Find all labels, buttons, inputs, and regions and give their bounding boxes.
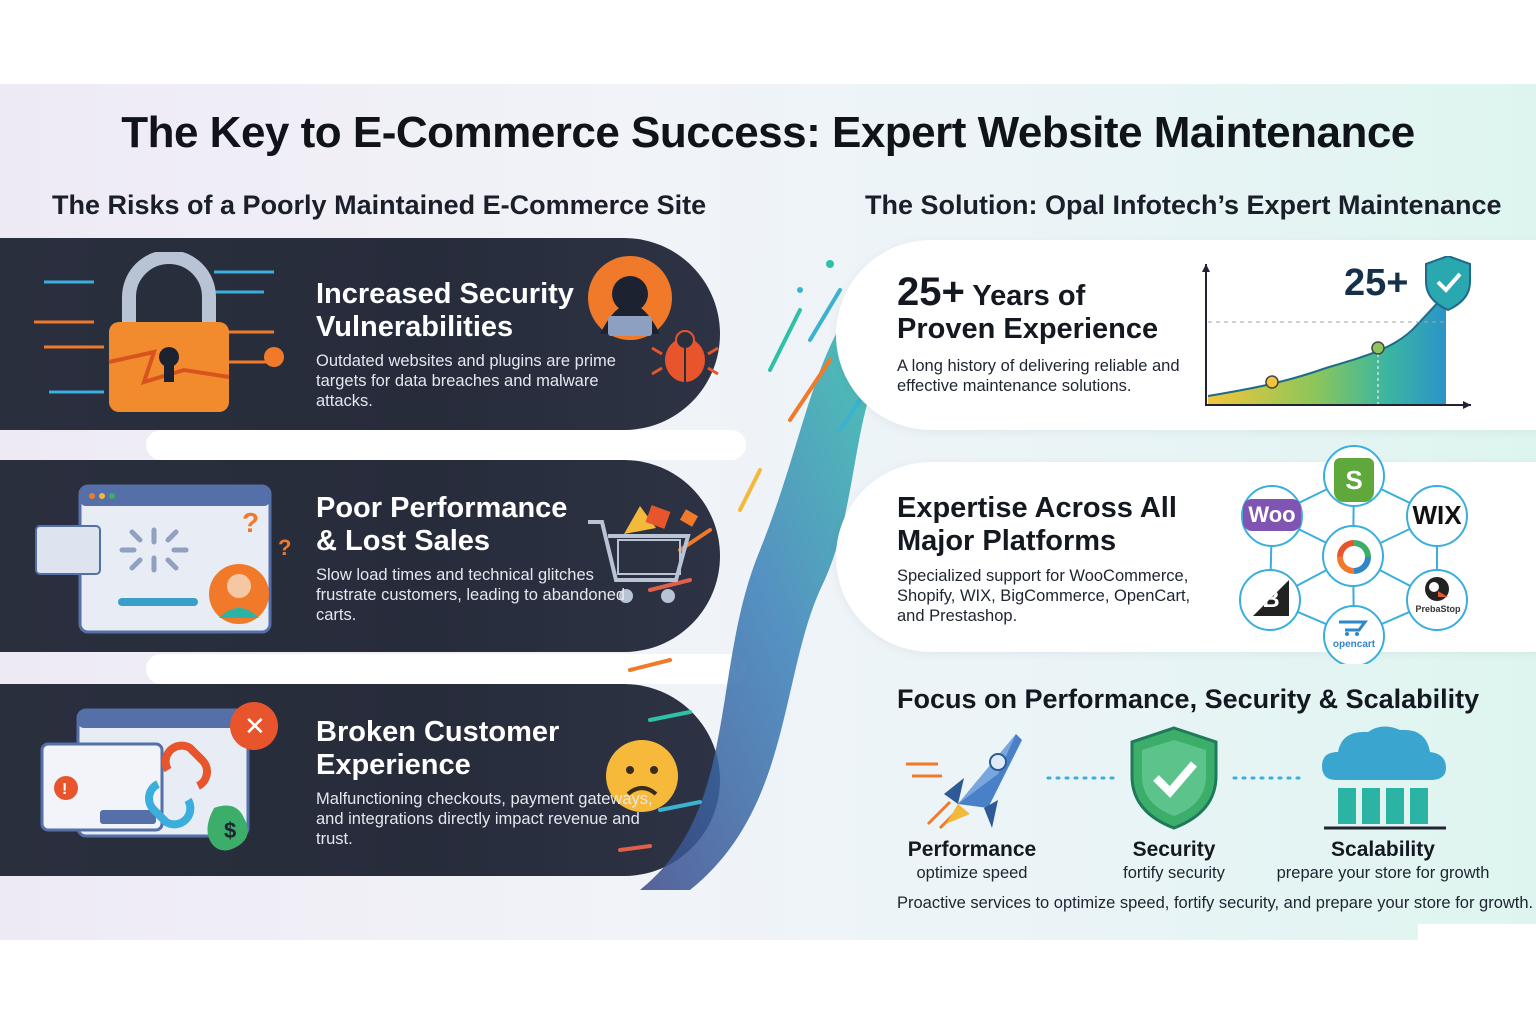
woo-logo: Woo <box>1243 499 1301 531</box>
bug-icon <box>651 330 719 382</box>
risk-performance-title: Poor Performance & Lost Sales <box>316 492 567 558</box>
shopify-logo: S <box>1334 458 1374 502</box>
hacker-icon <box>588 256 672 340</box>
rocket-icon <box>906 734 1022 830</box>
platforms-body: Specialized support for WooCommerce, Sho… <box>897 567 1191 625</box>
focus-title: Focus on Performance, Security & Scalabi… <box>897 684 1480 714</box>
platforms-title: Expertise Across All Major Platforms <box>897 492 1177 558</box>
pillar-scalability-sub: prepare your store for growth <box>1276 864 1490 882</box>
experience-number: 25+ <box>897 270 965 314</box>
svg-text:?: ? <box>278 535 291 560</box>
prestashop-puffin-icon <box>1425 577 1449 601</box>
slow-loading-browser-icon: ? ? <box>35 484 291 634</box>
risk-performance-title-line1: Poor Performance <box>316 492 568 524</box>
opencart-logo: opencart <box>1332 639 1376 650</box>
growth-chart-graphic <box>1202 256 1471 409</box>
sad-face-icon <box>606 740 678 812</box>
opencart-cart-icon <box>1339 620 1368 636</box>
risk-experience-title-line2: Experience <box>316 749 471 781</box>
broken-link-icon: ! ✕ $ <box>40 702 278 851</box>
corner-gap <box>1418 924 1536 944</box>
risk-experience-body: Malfunctioning checkouts, payment gatewa… <box>316 790 653 848</box>
experience-title-line2: Proven Experience <box>897 313 1159 345</box>
experience-title: 25+ Years of Proven Experience <box>897 272 1159 346</box>
pillar-performance-label: Performance <box>907 838 1037 861</box>
experience-body: A long history of delivering reliable an… <box>897 357 1180 395</box>
risk-security-title-line1: Increased Security <box>316 278 574 310</box>
center-platform-icon <box>1337 540 1371 574</box>
connector-bar <box>146 430 746 460</box>
risk-experience-title: Broken Customer Experience <box>316 716 559 782</box>
focus-footer: Proactive services to optimize speed, fo… <box>897 894 1534 912</box>
wix-logo: WIX <box>1412 500 1462 530</box>
shopping-cart-icon <box>588 505 699 603</box>
risk-security-title: Increased Security Vulnerabilities <box>316 278 574 344</box>
page-title: The Key to E-Commerce Success: Expert We… <box>121 108 1415 157</box>
platforms-title-line1: Expertise Across All <box>897 492 1177 524</box>
dotted-connector <box>1046 776 1116 780</box>
risk-performance-title-line2: & Lost Sales <box>316 525 491 557</box>
svg-text:✕: ✕ <box>244 711 266 741</box>
chart-badge-label: 25+ <box>1344 262 1409 304</box>
risks-heading: The Risks of a Poorly Maintained E-Comme… <box>52 190 707 220</box>
pillar-performance-sub: optimize speed <box>916 864 1028 882</box>
pillar-security-label: Security <box>1132 838 1216 861</box>
connector-bar <box>146 654 746 684</box>
risk-experience-title-line1: Broken Customer <box>316 716 560 748</box>
svg-text:?: ? <box>242 507 259 538</box>
risk-performance-body: Slow load times and technical glitches f… <box>316 566 626 624</box>
platforms-title-line2: Major Platforms <box>897 525 1117 557</box>
risk-security-body: Outdated websites and plugins are prime … <box>316 352 616 410</box>
risk-security-title-line2: Vulnerabilities <box>316 311 514 343</box>
pillar-security-sub: fortify security <box>1123 864 1225 882</box>
shield-check-icon <box>1130 726 1218 830</box>
svg-text:$: $ <box>224 818 236 843</box>
experience-title-rest: Years of <box>964 280 1086 312</box>
broken-padlock-icon <box>34 252 284 412</box>
prestashop-logo: PrebaStop <box>1415 604 1461 614</box>
svg-text:!: ! <box>62 781 67 798</box>
solution-heading: The Solution: Opal Infotech’s Expert Mai… <box>865 190 1502 220</box>
pillar-scalability-label: Scalability <box>1331 838 1435 861</box>
dotted-connector <box>1232 776 1302 780</box>
cloud-server-icon <box>1322 726 1446 830</box>
